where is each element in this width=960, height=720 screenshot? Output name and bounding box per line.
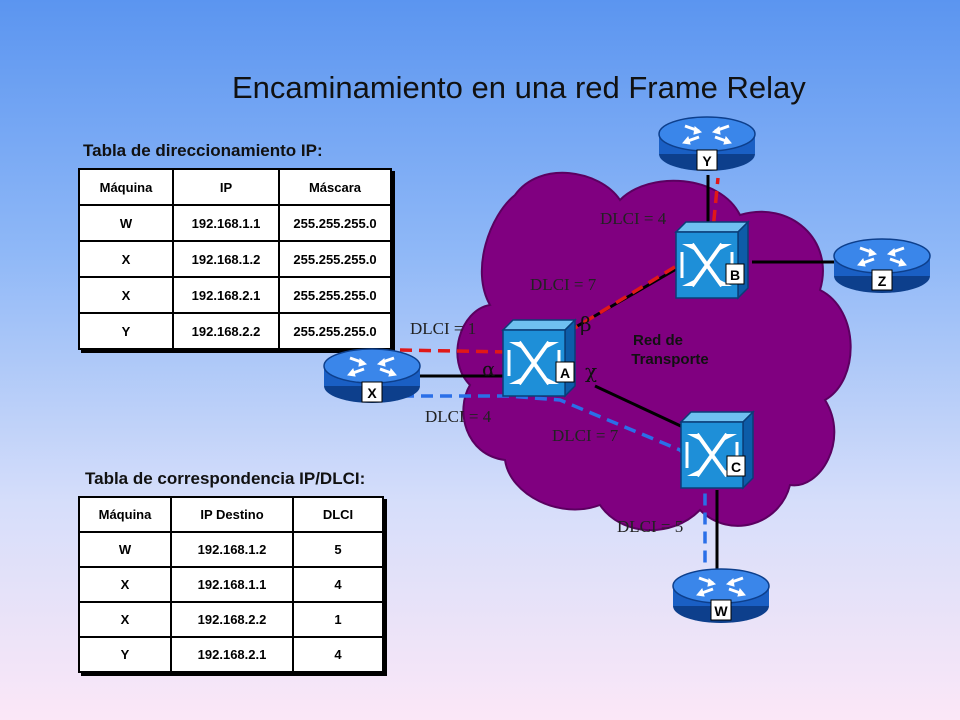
table-cell: 192.168.2.1 bbox=[170, 636, 294, 673]
switch-a-label: A bbox=[560, 365, 570, 381]
column-header: Máquina bbox=[78, 496, 172, 533]
ip-addressing-table: Máquina IP Máscara W 192.168.1.1 255.255… bbox=[78, 168, 392, 350]
table-cell: W bbox=[78, 531, 172, 568]
port-beta-label: β bbox=[580, 312, 592, 336]
ip-dlci-table: Máquina IP Destino DLCI W 192.168.1.2 5 … bbox=[78, 496, 384, 673]
dlci-label-y-b: DLCI = 4 bbox=[600, 209, 667, 228]
router-z: Z bbox=[832, 237, 932, 295]
table-cell: 4 bbox=[292, 566, 384, 603]
switch-c-label: C bbox=[731, 459, 741, 475]
router-x-label: X bbox=[367, 385, 377, 401]
page-title: Encaminamiento en una red Frame Relay bbox=[232, 70, 806, 105]
table-cell: 192.168.1.2 bbox=[172, 240, 280, 278]
table-cell: 192.168.2.2 bbox=[170, 601, 294, 638]
table-cell: X bbox=[78, 566, 172, 603]
column-header: Máquina bbox=[78, 168, 174, 206]
dlci-label-x-a-blue: DLCI = 4 bbox=[425, 407, 492, 426]
ip-table-heading: Tabla de direccionamiento IP: bbox=[83, 141, 323, 160]
table-cell: W bbox=[78, 204, 174, 242]
table-cell: 192.168.1.1 bbox=[172, 204, 280, 242]
table-cell: 192.168.2.1 bbox=[172, 276, 280, 314]
table-cell: 192.168.2.2 bbox=[172, 312, 280, 350]
router-y: Y bbox=[657, 115, 757, 173]
switch-b: B bbox=[674, 220, 750, 300]
table-cell: Y bbox=[78, 636, 172, 673]
table-header-row: Máquina IP Destino DLCI bbox=[78, 496, 384, 533]
port-alpha-label: α bbox=[482, 357, 496, 381]
switch-a: A bbox=[501, 318, 577, 398]
table-cell: 1 bbox=[292, 601, 384, 638]
router-w-label: W bbox=[714, 603, 728, 619]
cloud-label-line2: Transporte bbox=[631, 351, 709, 368]
table-cell: X bbox=[78, 601, 172, 638]
dlci-label-a-b: DLCI = 7 bbox=[530, 275, 597, 294]
router-y-label: Y bbox=[702, 153, 712, 169]
router-w: W bbox=[671, 567, 771, 625]
column-header: Máscara bbox=[278, 168, 392, 206]
dlci-label-x-a-red: DLCI = 1 bbox=[410, 319, 476, 338]
table-cell: 4 bbox=[292, 636, 384, 673]
table-row: X 192.168.2.2 1 bbox=[78, 601, 384, 638]
table-cell: X bbox=[78, 276, 174, 314]
switch-b-label: B bbox=[730, 267, 740, 283]
table-cell: 255.255.255.0 bbox=[278, 240, 392, 278]
table-row: Y 192.168.2.2 255.255.255.0 bbox=[78, 312, 392, 350]
table-row: X 192.168.1.1 4 bbox=[78, 566, 384, 603]
dlci-table-heading: Tabla de correspondencia IP/DLCI: bbox=[85, 469, 366, 488]
switch-c: C bbox=[679, 410, 755, 490]
table-cell: 192.168.1.1 bbox=[170, 566, 294, 603]
dlci-label-a-c: DLCI = 7 bbox=[552, 426, 619, 445]
table-row: X 192.168.2.1 255.255.255.0 bbox=[78, 276, 392, 314]
table-cell: 255.255.255.0 bbox=[278, 312, 392, 350]
table-cell: 192.168.1.2 bbox=[170, 531, 294, 568]
table-cell: Y bbox=[78, 312, 174, 350]
column-header: IP Destino bbox=[170, 496, 294, 533]
table-row: W 192.168.1.2 5 bbox=[78, 531, 384, 568]
column-header: DLCI bbox=[292, 496, 384, 533]
cloud-label-line1: Red de bbox=[633, 332, 683, 349]
router-x: X bbox=[322, 347, 422, 405]
table-row: X 192.168.1.2 255.255.255.0 bbox=[78, 240, 392, 278]
dlci-label-c-w: DLCI = 5 bbox=[617, 517, 683, 536]
table-row: W 192.168.1.1 255.255.255.0 bbox=[78, 204, 392, 242]
table-cell: 255.255.255.0 bbox=[278, 204, 392, 242]
port-chi-label: χ bbox=[585, 359, 597, 383]
table-cell: 5 bbox=[292, 531, 384, 568]
router-z-label: Z bbox=[878, 273, 887, 289]
table-cell: 255.255.255.0 bbox=[278, 276, 392, 314]
table-header-row: Máquina IP Máscara bbox=[78, 168, 392, 206]
column-header: IP bbox=[172, 168, 280, 206]
table-cell: X bbox=[78, 240, 174, 278]
table-row: Y 192.168.2.1 4 bbox=[78, 636, 384, 673]
